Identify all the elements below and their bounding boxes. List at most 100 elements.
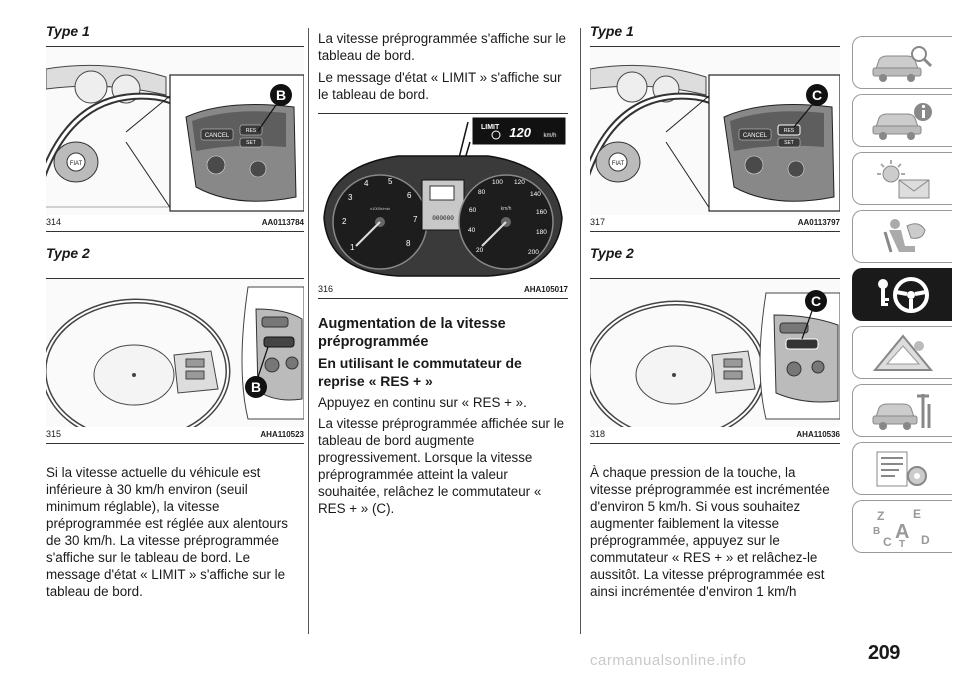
index-letter: B: [873, 526, 880, 537]
body-paragraph: Si la vitesse actuelle du véhicule est i…: [46, 465, 288, 599]
figure-number: 316: [318, 284, 334, 294]
column-right: Type 1 FIAT CANCEL RES SET: [590, 22, 840, 600]
speed-tick: 180: [536, 229, 547, 236]
steering-switch-type1-illustration: FIAT CANCEL RES SET C: [590, 47, 840, 215]
chapter-tab-specifications[interactable]: [852, 442, 952, 495]
type1-heading: Type 1: [46, 23, 90, 39]
body-paragraph: La vitesse préprogrammée affichée sur le…: [318, 416, 565, 516]
res-switch-label: RES: [246, 128, 257, 134]
chapter-tab-index[interactable]: Z E B A C T D: [852, 500, 952, 553]
index-letter: A: [895, 521, 909, 543]
figure-code: AA0113797: [797, 218, 840, 227]
chapter-tab-emergency[interactable]: [852, 326, 952, 379]
tach-tick: 2: [342, 217, 347, 226]
speed-unit: km/h: [501, 206, 512, 212]
figure-number: 317: [590, 217, 606, 227]
figure-caption: 316 AHA105017: [318, 282, 568, 299]
steering-switch-type1-illustration: FIAT CANCEL RES SET B: [46, 47, 304, 215]
body-paragraph: La vitesse préprogrammée s'affiche sur l…: [318, 31, 566, 63]
figure-317: FIAT CANCEL RES SET C 317 AA0113797: [590, 46, 840, 232]
chapter-tab-warning-lights[interactable]: [852, 152, 952, 205]
chapter-tab-maintenance[interactable]: [852, 384, 952, 437]
speed-tick: 140: [530, 191, 541, 198]
type2-heading: Type 2: [590, 245, 634, 261]
tach-unit: x1000r/min: [370, 206, 390, 211]
callout-c: C: [812, 87, 822, 103]
airbag-seat-icon: [883, 218, 926, 252]
figure-code: AHA110523: [260, 430, 304, 439]
chapter-tabs: Z E B A C T D: [852, 36, 952, 558]
tach-tick: 6: [407, 191, 412, 200]
figure-number: 315: [46, 429, 62, 439]
set-switch-label: SET: [246, 140, 256, 146]
chapter-tab-safety[interactable]: [852, 210, 952, 263]
figure-code: AA0113784: [261, 218, 304, 227]
alphabetical-index-icon: Z E B A C T D: [873, 507, 930, 548]
figure-caption: 318 AHA110536: [590, 427, 840, 444]
index-letter: T: [899, 539, 905, 548]
figure-caption: 317 AA0113797: [590, 215, 840, 232]
tach-tick: 5: [388, 177, 393, 186]
steering-wheel-type2-illustration: C: [590, 279, 840, 427]
callout-c: C: [811, 293, 821, 309]
speed-tick: 80: [478, 189, 486, 196]
column-middle: La vitesse préprogrammée s'affiche sur l…: [318, 30, 568, 517]
tach-tick: 8: [406, 239, 411, 248]
subsection-title: En utilisant le commutateur de reprise «…: [318, 355, 522, 389]
callout-b: B: [251, 379, 261, 395]
hub-logo-text: FIAT: [70, 161, 83, 167]
index-letter: E: [913, 507, 921, 521]
body-paragraph: À chaque pression de la touche, la vites…: [590, 465, 830, 599]
cancel-switch-label: CANCEL: [743, 133, 768, 139]
specifications-gear-icon: [876, 451, 927, 486]
speed-tick: 200: [528, 249, 539, 256]
figure-code: AHA110536: [796, 430, 840, 439]
speed-tick: 120: [514, 179, 525, 186]
chapter-tab-car-info[interactable]: [852, 94, 952, 147]
chapter-tab-starting-driving[interactable]: [852, 268, 952, 321]
limit-display-unit: km/h: [543, 133, 556, 139]
chapter-tab-car-search[interactable]: [852, 36, 952, 89]
hub-logo-text: FIAT: [612, 161, 625, 167]
column-divider: [308, 28, 309, 634]
index-letter: Z: [877, 509, 884, 523]
figure-caption: 315 AHA110523: [46, 427, 304, 444]
limit-display-value: 120: [509, 125, 531, 140]
speed-tick: 40: [468, 227, 476, 234]
car-search-icon: [872, 45, 932, 82]
section-title: Augmentation de la vitesse préprogrammée: [318, 316, 506, 350]
figure-315: B 315 AHA110523: [46, 278, 304, 444]
figure-316: LIMIT 120 km/h 1 2 3 4 5 6 7 8 x1000r/mi…: [318, 113, 568, 299]
odometer: 000000: [432, 215, 454, 222]
set-switch-label: SET: [784, 140, 794, 146]
body-paragraph: Le message d'état « LIMIT » s'affiche su…: [318, 70, 562, 102]
column-left: Type 1 FIAT CANCEL RES: [46, 22, 304, 600]
car-info-icon: [872, 102, 932, 140]
figure-caption: 314 AA0113784: [46, 215, 304, 232]
warning-triangle-icon: [872, 333, 933, 371]
figure-code: AHA105017: [523, 285, 568, 294]
body-paragraph: Appuyez en continu sur « RES + ».: [318, 395, 527, 410]
steering-wheel-type2-illustration: B: [46, 279, 304, 427]
figure-314: FIAT CANCEL RES SET B 314 AA0113784: [46, 46, 304, 232]
warning-light-message-icon: [876, 159, 929, 198]
tach-tick: 1: [350, 243, 355, 252]
limit-display-label: LIMIT: [481, 124, 500, 131]
index-letter: D: [921, 533, 930, 547]
index-letter: C: [883, 535, 892, 548]
tach-tick: 3: [348, 193, 353, 202]
cancel-switch-label: CANCEL: [205, 133, 230, 139]
tach-tick: 7: [413, 215, 418, 224]
figure-number: 318: [590, 429, 606, 439]
figure-number: 314: [46, 217, 62, 227]
type2-heading: Type 2: [46, 245, 90, 261]
speed-tick: 60: [469, 207, 477, 214]
page-number: 209: [868, 642, 900, 664]
type1-heading: Type 1: [590, 23, 634, 39]
res-switch-label: RES: [784, 128, 795, 134]
key-steering-wheel-icon: [877, 276, 929, 313]
speed-tick: 20: [476, 247, 484, 254]
instrument-cluster-illustration: LIMIT 120 km/h 1 2 3 4 5 6 7 8 x1000r/mi…: [318, 114, 568, 282]
column-divider: [580, 28, 581, 634]
figure-318: C 318 AHA110536: [590, 278, 840, 444]
